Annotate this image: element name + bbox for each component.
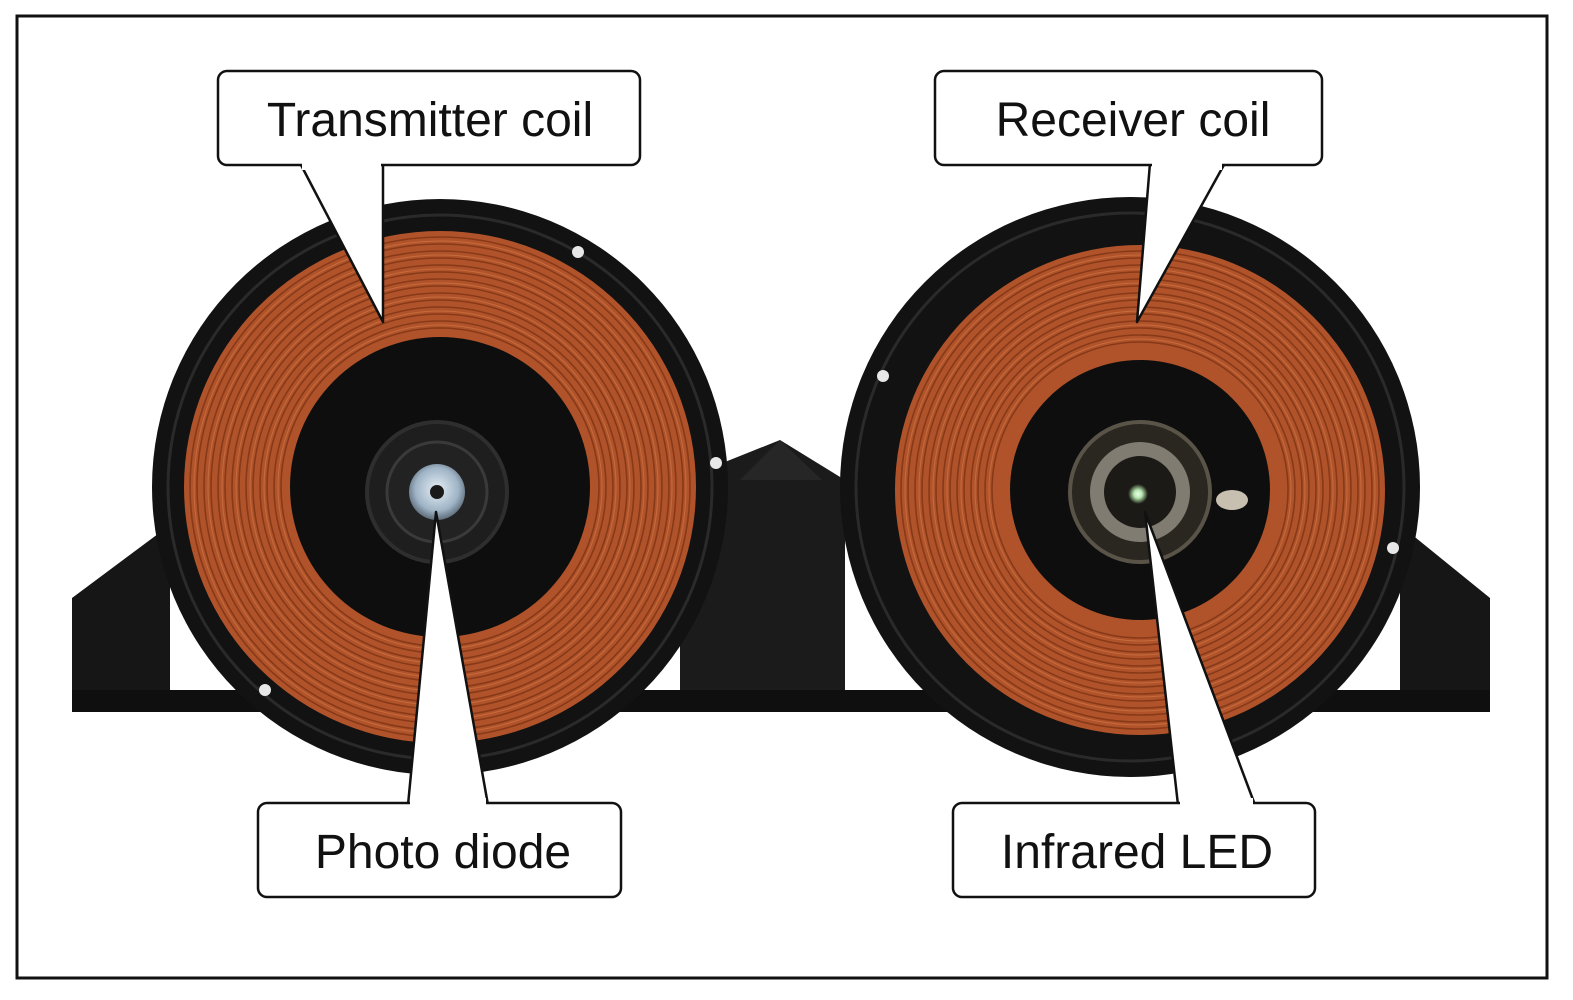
image-frame bbox=[15, 14, 1549, 980]
label-receiver-coil: Receiver coil bbox=[996, 94, 1271, 147]
label-photo-diode: Photo diode bbox=[315, 826, 571, 879]
receiver-disc bbox=[840, 197, 1420, 777]
callout-infrared-led: Infrared LED bbox=[951, 510, 1317, 899]
label-infrared-led: Infrared LED bbox=[1001, 826, 1273, 879]
label-transmitter-coil: Transmitter coil bbox=[267, 94, 593, 147]
callout-receiver-coil: Receiver coil bbox=[933, 69, 1324, 324]
transmitter-disc bbox=[152, 199, 728, 775]
infrared-led-emitter bbox=[1128, 484, 1148, 504]
callout-transmitter-coil: Transmitter coil bbox=[216, 69, 642, 324]
callout-photo-diode: Photo diode bbox=[256, 510, 623, 899]
